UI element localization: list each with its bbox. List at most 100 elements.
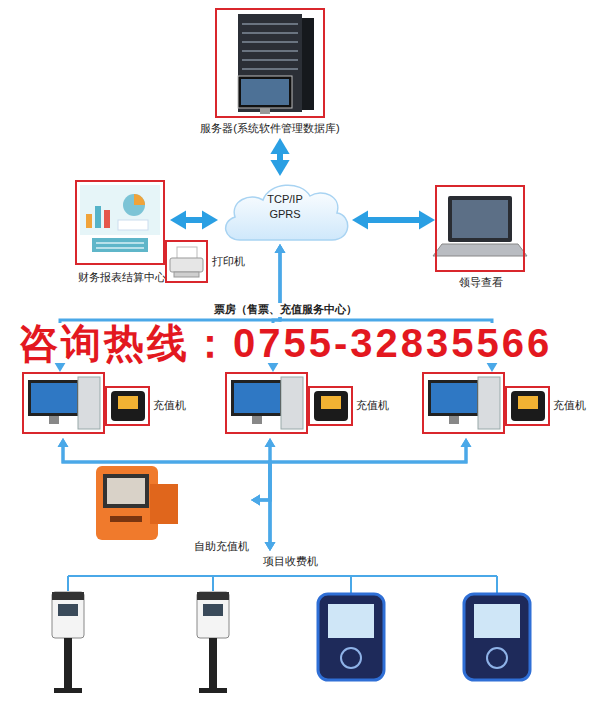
node-text: 充值机 <box>553 399 586 413</box>
node-text: 充值机 <box>153 399 186 413</box>
arrowhead <box>55 363 66 372</box>
terminal-body <box>464 594 530 680</box>
cloud-outline <box>226 185 348 240</box>
connector-line <box>363 217 424 223</box>
arrowhead <box>202 210 218 229</box>
connector <box>251 438 471 505</box>
printer-body <box>170 258 203 272</box>
connector <box>58 438 270 505</box>
pc-stand <box>252 416 262 424</box>
reader-pole <box>209 638 217 690</box>
node-text: 财务报表结算中心 <box>75 271 168 285</box>
device-frame <box>105 386 150 426</box>
server-monitor <box>238 76 292 108</box>
arrowhead <box>265 542 276 551</box>
server-monitor-screen <box>241 79 289 105</box>
server-illustration <box>238 14 314 114</box>
charger-device <box>314 391 348 421</box>
arrowhead <box>170 210 186 229</box>
finance-chart-bar <box>86 214 92 228</box>
arrowhead <box>461 438 472 447</box>
charger-screen <box>118 396 138 409</box>
pc-monitor <box>28 380 80 416</box>
connector-line <box>257 444 270 500</box>
arrowhead <box>487 363 498 372</box>
node-text: 打印机 <box>212 255 245 269</box>
laptop-base <box>433 244 527 256</box>
terminal-card-area <box>341 648 361 668</box>
pc-screen <box>31 383 77 413</box>
pc-tower <box>281 377 303 429</box>
pc-stand <box>449 416 459 424</box>
laptop-illustration <box>433 196 527 256</box>
pole-reader <box>52 592 84 693</box>
node-text: 自助充值机 <box>194 540 249 554</box>
kiosk-illustration <box>96 466 178 540</box>
charger-device <box>511 391 545 421</box>
connector <box>270 138 289 176</box>
finance-chart-bar <box>104 210 110 228</box>
reader-box <box>52 592 84 638</box>
server-slots <box>242 24 298 69</box>
ticket-office-label: 票房（售票、充值服务中心） <box>205 303 365 317</box>
arrowhead <box>419 210 435 229</box>
arrowhead <box>58 438 69 447</box>
self-service-kiosk: 自助充值机 <box>82 462 251 555</box>
arrowhead <box>270 160 289 176</box>
terminal-bus <box>68 576 497 593</box>
kiosk-slot <box>110 516 142 522</box>
node-text: TCP/IP GPRS <box>260 192 310 222</box>
finance-paper <box>118 220 148 230</box>
fee-terminal-group: 项目收费机 <box>40 551 542 697</box>
kiosk-panel <box>150 484 178 524</box>
node-text: 服务器(系统软件管理数据库) <box>200 122 340 136</box>
kiosk-body <box>96 466 158 540</box>
arrowhead <box>275 244 286 253</box>
pc-monitor <box>428 380 480 416</box>
arrowhead <box>251 495 260 506</box>
device-frame <box>75 180 165 265</box>
arrowhead <box>268 363 279 372</box>
handheld-terminal <box>464 594 530 680</box>
device-frame <box>422 372 505 434</box>
arrowhead <box>265 438 276 447</box>
arrowhead <box>461 438 472 447</box>
arrowhead <box>251 495 260 506</box>
kiosk-screen <box>103 474 149 508</box>
pc-stand <box>49 416 59 424</box>
handheld-terminal <box>318 594 384 680</box>
reader-screen <box>58 604 78 616</box>
printer-box: 打印机 <box>165 240 251 284</box>
connector-line <box>63 444 270 500</box>
network-cloud: TCP/IP GPRS <box>218 176 352 244</box>
terminal-body <box>318 594 384 680</box>
pole-reader <box>197 592 229 693</box>
station-illustration <box>428 377 545 429</box>
kiosk-display <box>107 478 145 504</box>
node-text: 领导查看 <box>435 276 527 290</box>
finance-pie <box>123 194 145 216</box>
station-illustration <box>231 377 348 429</box>
printer-paper <box>177 247 197 259</box>
arrowhead <box>275 244 286 253</box>
reader-stripe <box>52 592 84 600</box>
finance-illustration <box>80 185 160 252</box>
recharge-station: 充值机 <box>22 372 192 438</box>
reader-base <box>199 688 227 693</box>
connector <box>251 438 275 505</box>
reader-pole <box>64 638 72 690</box>
reader-stripe <box>197 592 229 600</box>
connector <box>265 438 472 551</box>
pc-tower <box>478 377 500 429</box>
connector <box>170 210 218 229</box>
arrowhead <box>58 438 69 447</box>
pc-tower <box>78 377 100 429</box>
charger-device <box>111 391 145 421</box>
pc-monitor <box>231 380 283 416</box>
reader-base <box>54 688 82 693</box>
leader-laptop-box: 领导查看 <box>435 185 529 291</box>
finance-keyboard <box>92 238 148 252</box>
connector <box>58 438 276 551</box>
arrowhead <box>251 495 260 506</box>
finance-chart-bar <box>95 206 101 228</box>
